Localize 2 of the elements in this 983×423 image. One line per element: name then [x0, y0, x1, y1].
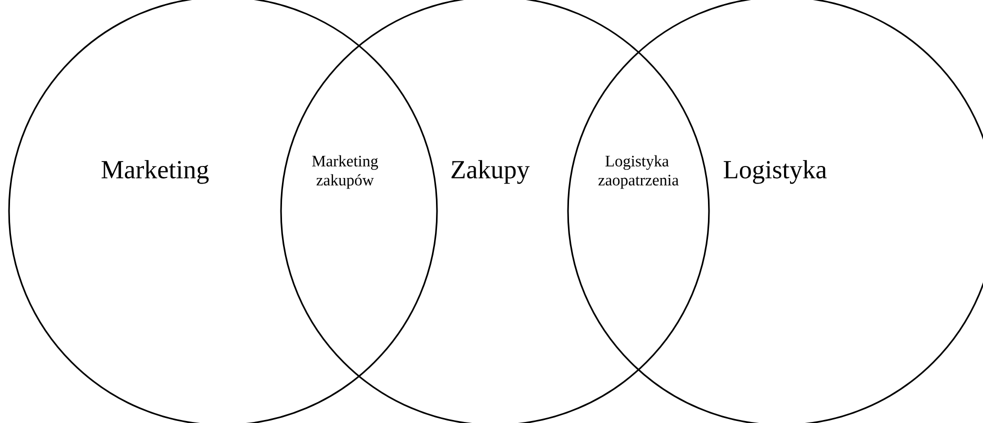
overlap-label: Marketing zakupów: [312, 155, 378, 189]
overlap-label: Logistyka zaopatrzenia: [598, 155, 679, 189]
